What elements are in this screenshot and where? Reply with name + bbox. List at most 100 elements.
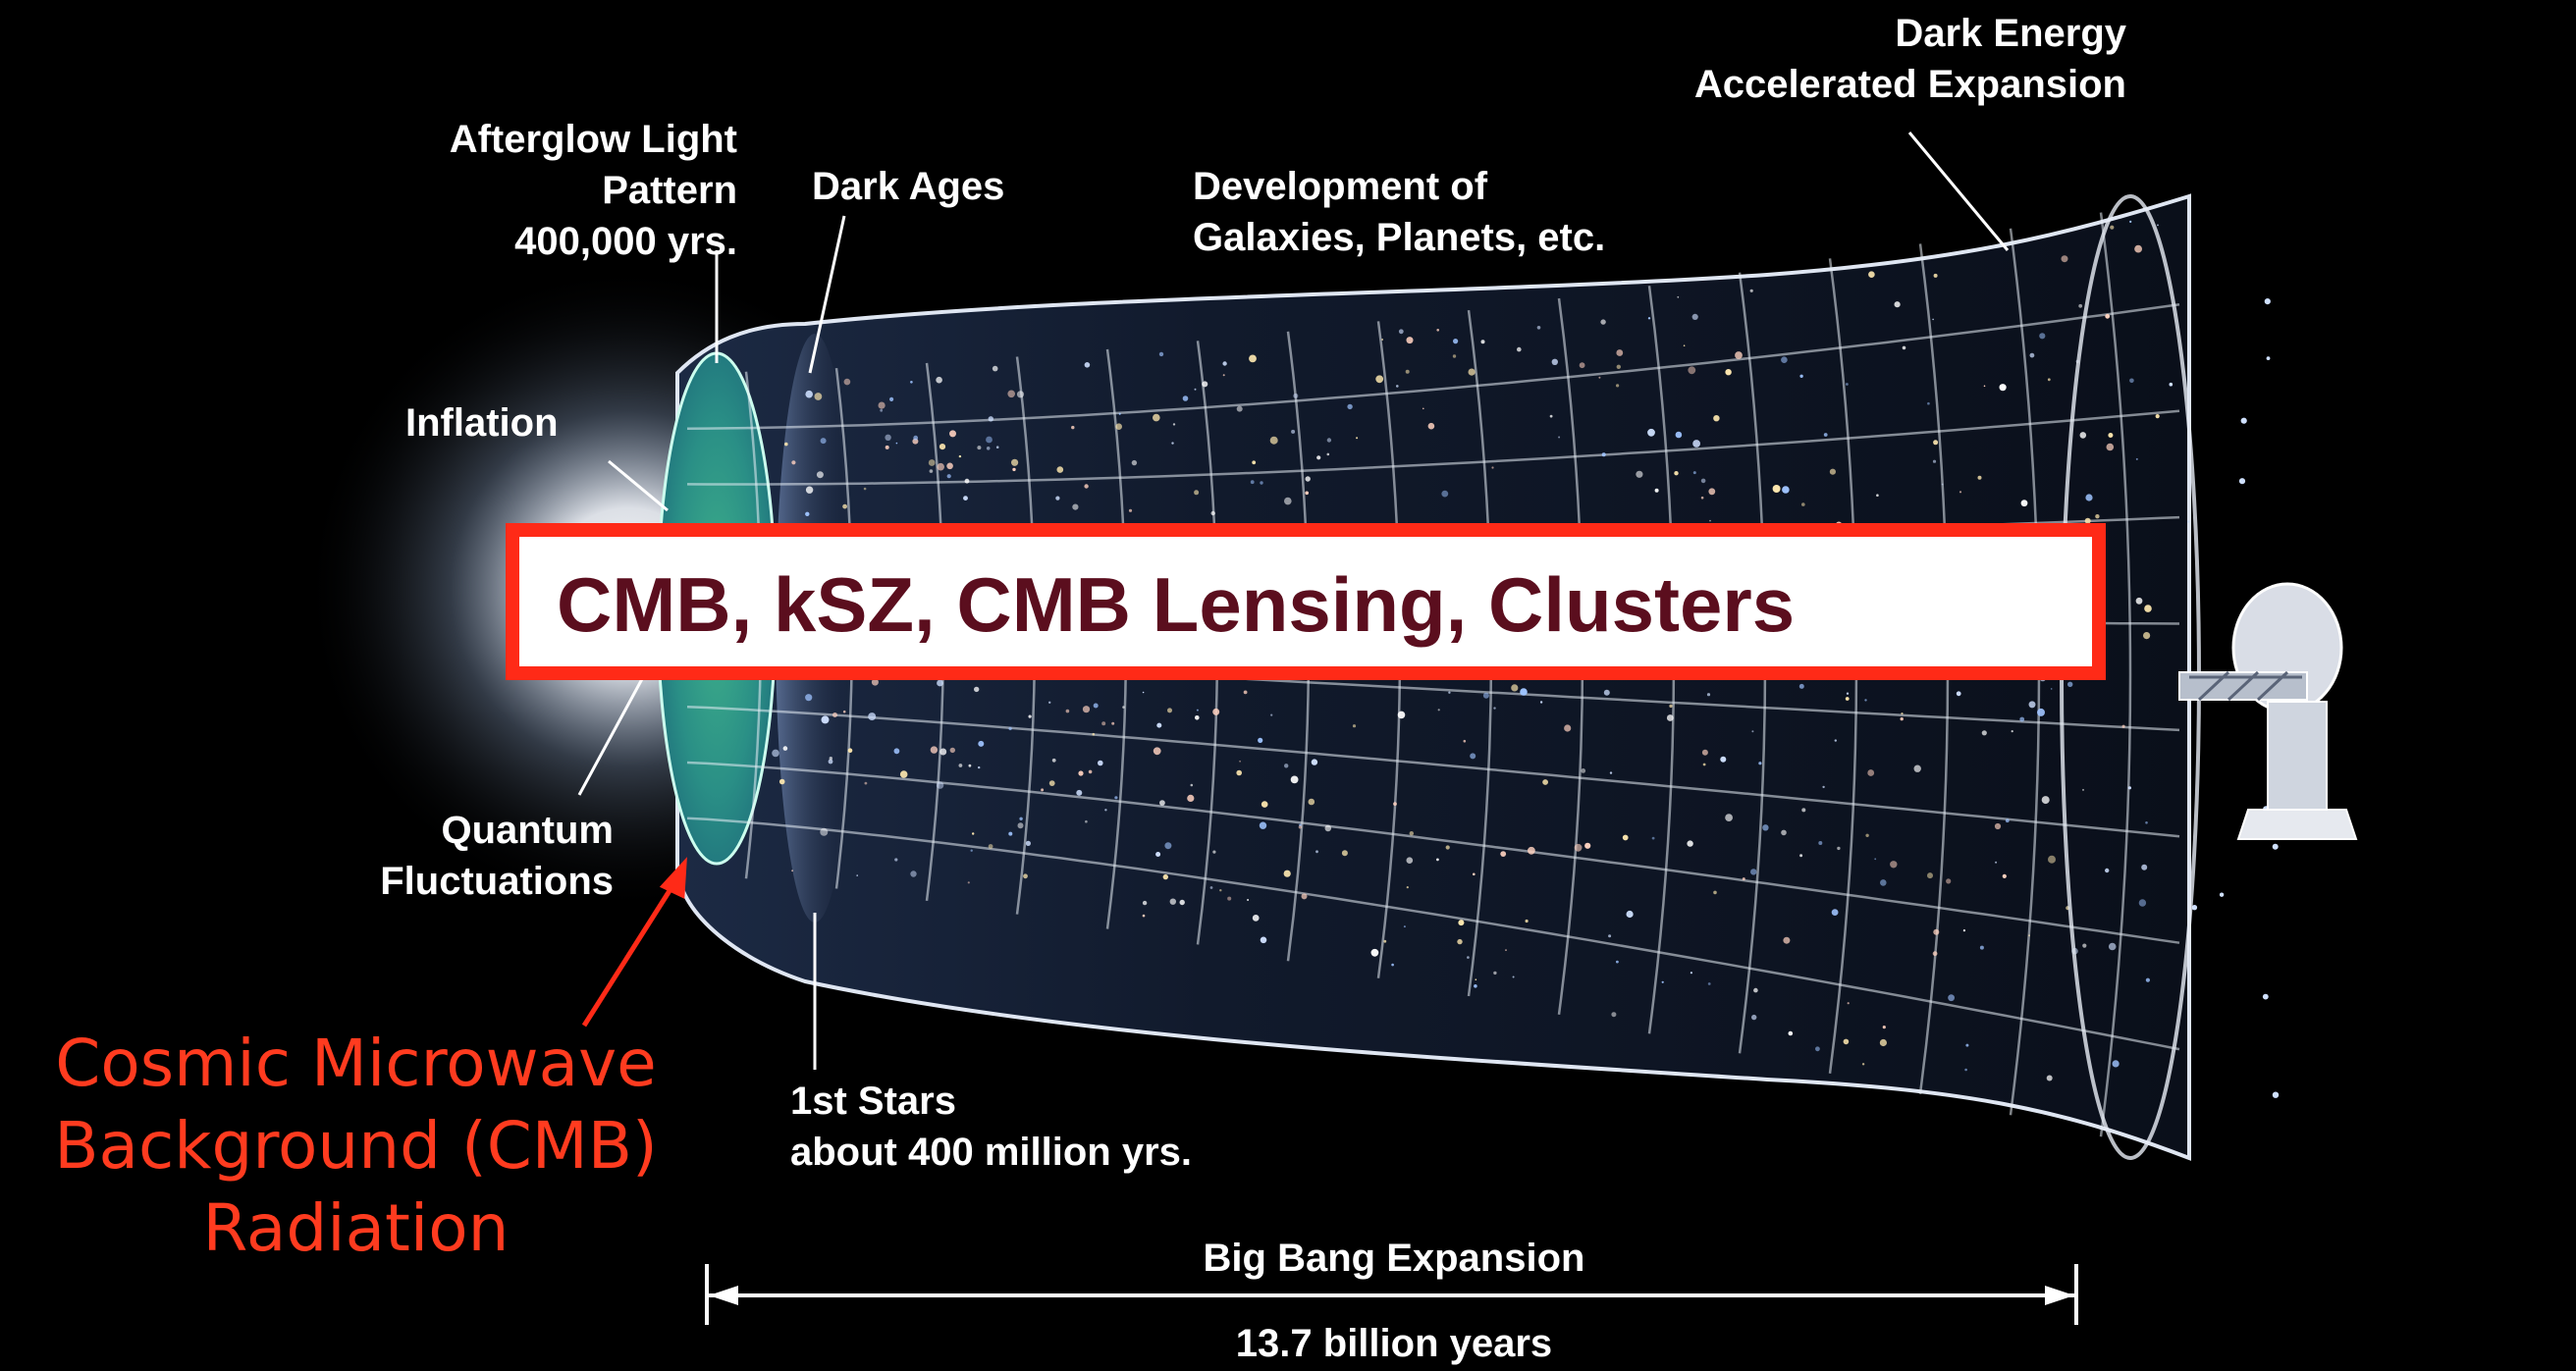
galaxy-dot [1902, 345, 1906, 350]
big-bang-expansion-label: Big Bang Expansion [1203, 1237, 1585, 1280]
galaxy-dot [1056, 466, 1064, 473]
galaxy-dot [1236, 769, 1242, 776]
age-label: 13.7 billion years [1235, 1322, 1553, 1365]
galaxy-dot [1933, 928, 1940, 935]
afterglow-label: Afterglow Light Pattern 400,000 yrs. [449, 118, 737, 263]
galaxy-dot [939, 444, 946, 450]
galaxy-dot [937, 462, 944, 471]
galaxy-dot [784, 442, 788, 447]
galaxy-dot [1505, 949, 1507, 951]
galaxy-dot [1688, 366, 1696, 375]
galaxy-dot [1347, 403, 1353, 410]
galaxy-dot [1398, 329, 1404, 335]
galaxy-dot [1692, 440, 1700, 448]
galaxy-dot [2108, 433, 2114, 438]
galaxy-dot [1227, 896, 1232, 901]
galaxy-dot [1243, 690, 1248, 695]
galaxy-dot [1164, 842, 1172, 850]
galaxy-dot [864, 781, 868, 785]
galaxy-dot [1700, 478, 1706, 484]
galaxy-dot [1023, 873, 1028, 879]
galaxy-dot [1584, 842, 1591, 849]
galaxy-dot [1528, 846, 1535, 855]
galaxy-dot [930, 746, 939, 754]
galaxy-dot [1611, 1012, 1617, 1018]
galaxy-dot [1742, 877, 1745, 881]
galaxy-dot [2129, 378, 2134, 384]
galaxy-dot [1441, 490, 1449, 498]
galaxy-dot [1799, 374, 1803, 378]
galaxy-dot [2079, 432, 2087, 439]
galaxy-dot [1683, 344, 1686, 347]
galaxy-dot [2155, 414, 2160, 419]
galaxy-dot [1051, 758, 1056, 763]
galaxy-dot [1210, 510, 1215, 516]
galaxy-dot [1194, 388, 1197, 391]
galaxy-dot [986, 447, 991, 450]
galaxy-dot [1834, 739, 1838, 742]
galaxy-dot [1085, 819, 1088, 823]
galaxy-dot [1258, 737, 1263, 744]
galaxy-dot [1831, 909, 1839, 916]
galaxy-dot [1692, 471, 1696, 475]
galaxy-dot [1713, 415, 1720, 422]
galaxy-dot [1687, 840, 1693, 847]
galaxy-dot [1249, 354, 1257, 363]
galaxy-dot [1393, 802, 1397, 806]
galaxy-dot [1128, 508, 1133, 512]
galaxy-dot [1396, 385, 1399, 388]
galaxy-dot [1977, 475, 1982, 480]
galaxy-dot [842, 710, 846, 713]
galaxy-dot [1674, 471, 1679, 476]
galaxy-dot [978, 740, 985, 747]
galaxy-dot [1882, 1026, 1886, 1029]
galaxy-dot [1088, 769, 1093, 774]
galaxy-dot [1122, 706, 1125, 709]
galaxy-dot [1511, 684, 1519, 692]
galaxy-dot [1283, 870, 1291, 877]
galaxy-dot [1959, 491, 1962, 494]
galaxy-dot [992, 365, 998, 372]
galaxy-dot [1324, 824, 1332, 832]
galaxy-dot [1480, 340, 1485, 344]
galaxy-dot [894, 858, 898, 862]
dark-ages-label: Dark Ages [812, 165, 1005, 208]
galaxy-dot [1179, 899, 1185, 906]
galaxy-dot [1341, 850, 1348, 857]
galaxy-dot [1065, 709, 1070, 713]
galaxy-dot [1781, 356, 1788, 364]
galaxy-dot [1468, 368, 1476, 376]
galaxy-dot [1260, 481, 1263, 485]
galaxy-dot [1048, 701, 1051, 704]
galaxy-dot [1101, 721, 1106, 726]
galaxy-dot [1196, 709, 1199, 712]
galaxy-dot [2082, 788, 2084, 791]
galaxy-dot [1788, 1030, 1794, 1036]
galaxy-dot [1406, 337, 1414, 344]
galaxy-dot [1491, 466, 1494, 469]
galaxy-dot [1574, 843, 1583, 852]
galaxy-dot [1706, 693, 1711, 697]
galaxy-dot [1209, 886, 1213, 889]
galaxy-dot [1725, 814, 1733, 821]
galaxy-dot [2145, 821, 2148, 824]
galaxy-dot [832, 712, 837, 717]
galaxy-dot [1890, 861, 1898, 869]
galaxy-dot [2050, 688, 2053, 690]
cmb-arrow [581, 857, 687, 1028]
galaxy-dot [2067, 681, 2073, 687]
galaxy-dot [1818, 841, 1823, 845]
galaxy-dot [1326, 452, 1330, 456]
galaxy-dot [1448, 691, 1451, 694]
galaxy-dot [1750, 869, 1757, 875]
galaxy-dot [1016, 391, 1025, 398]
galaxy-dot [1751, 1014, 1757, 1021]
galaxy-dot [1093, 703, 1099, 709]
galaxy-dot [816, 471, 824, 479]
galaxy-dot [1758, 762, 1762, 765]
galaxy-dot [1713, 890, 1717, 895]
galaxy-dot [1222, 361, 1227, 366]
first-stars-label: 1st Stars about 400 million yrs. [790, 1080, 1193, 1174]
galaxy-dot [1019, 817, 1023, 820]
galaxy-dot [1669, 704, 1673, 709]
